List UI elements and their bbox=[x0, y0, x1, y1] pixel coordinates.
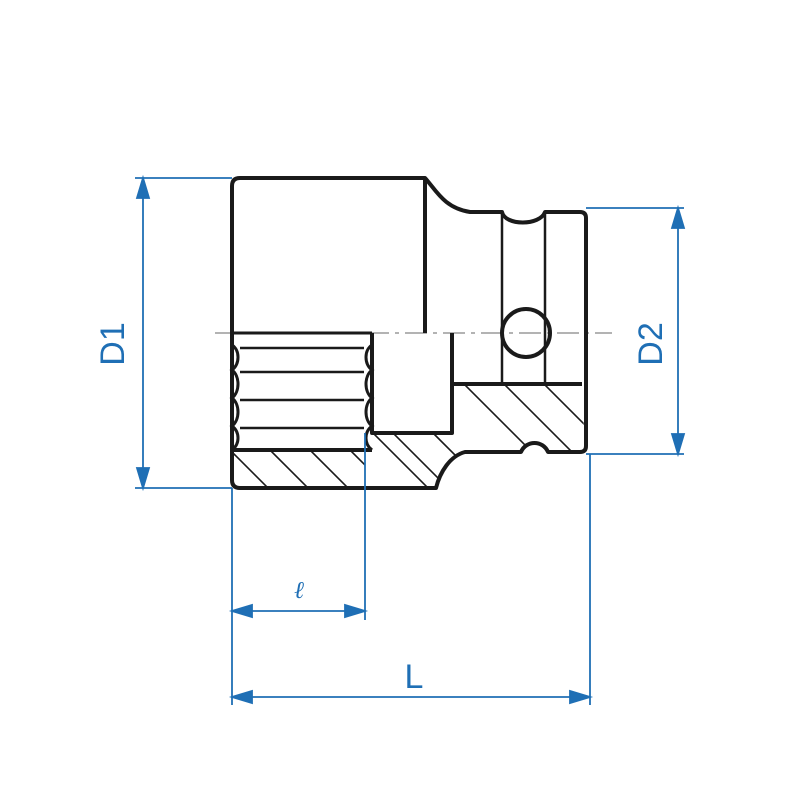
socket-inner-profile bbox=[229, 331, 375, 452]
d1-arrow-top bbox=[135, 174, 151, 199]
d1-arrow-bottom bbox=[135, 467, 151, 492]
l-total-arrow-left bbox=[228, 689, 253, 705]
l-small-label: ℓ bbox=[294, 578, 304, 604]
d1-label: D1 bbox=[94, 322, 132, 365]
dimension-lines bbox=[135, 174, 686, 705]
l-small-arrow-left bbox=[228, 603, 253, 619]
section-hatching bbox=[234, 384, 585, 488]
d2-arrow-top bbox=[670, 204, 686, 229]
l-small-arrow-right bbox=[344, 603, 369, 619]
l-total-arrow-right bbox=[569, 689, 594, 705]
socket-body bbox=[230, 176, 588, 490]
d2-arrow-bottom bbox=[670, 433, 686, 458]
d2-label: D2 bbox=[632, 322, 670, 365]
l-total-label: L bbox=[405, 658, 424, 696]
